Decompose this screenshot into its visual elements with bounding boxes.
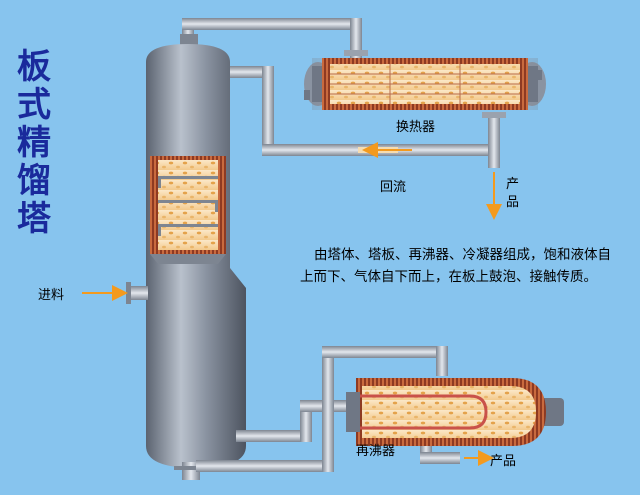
reboiler-piping	[196, 346, 460, 472]
feed-nozzle	[126, 282, 148, 304]
bottom-product-label: 产品	[490, 454, 517, 469]
reboiler-label: 再沸器	[356, 444, 396, 459]
reflux-label: 回流	[380, 180, 407, 195]
reboiler-vessel	[346, 378, 564, 446]
heat-exchanger-label: 换热器	[396, 120, 436, 135]
column-body	[146, 34, 246, 480]
feed-label: 进料	[38, 288, 65, 303]
description-text: 由塔体、塔板、再沸器、冷凝器组成，饱和液体自上而下、气体自下而上，在板上鼓泡、接…	[300, 244, 612, 288]
description-paragraph: 由塔体、塔板、再沸器、冷凝器组成，饱和液体自上而下、气体自下而上，在板上鼓泡、接…	[300, 247, 611, 285]
top-product-label: 产品	[506, 177, 520, 210]
page-title: 板式精馏塔	[17, 47, 51, 239]
heat-exchanger	[304, 58, 546, 110]
